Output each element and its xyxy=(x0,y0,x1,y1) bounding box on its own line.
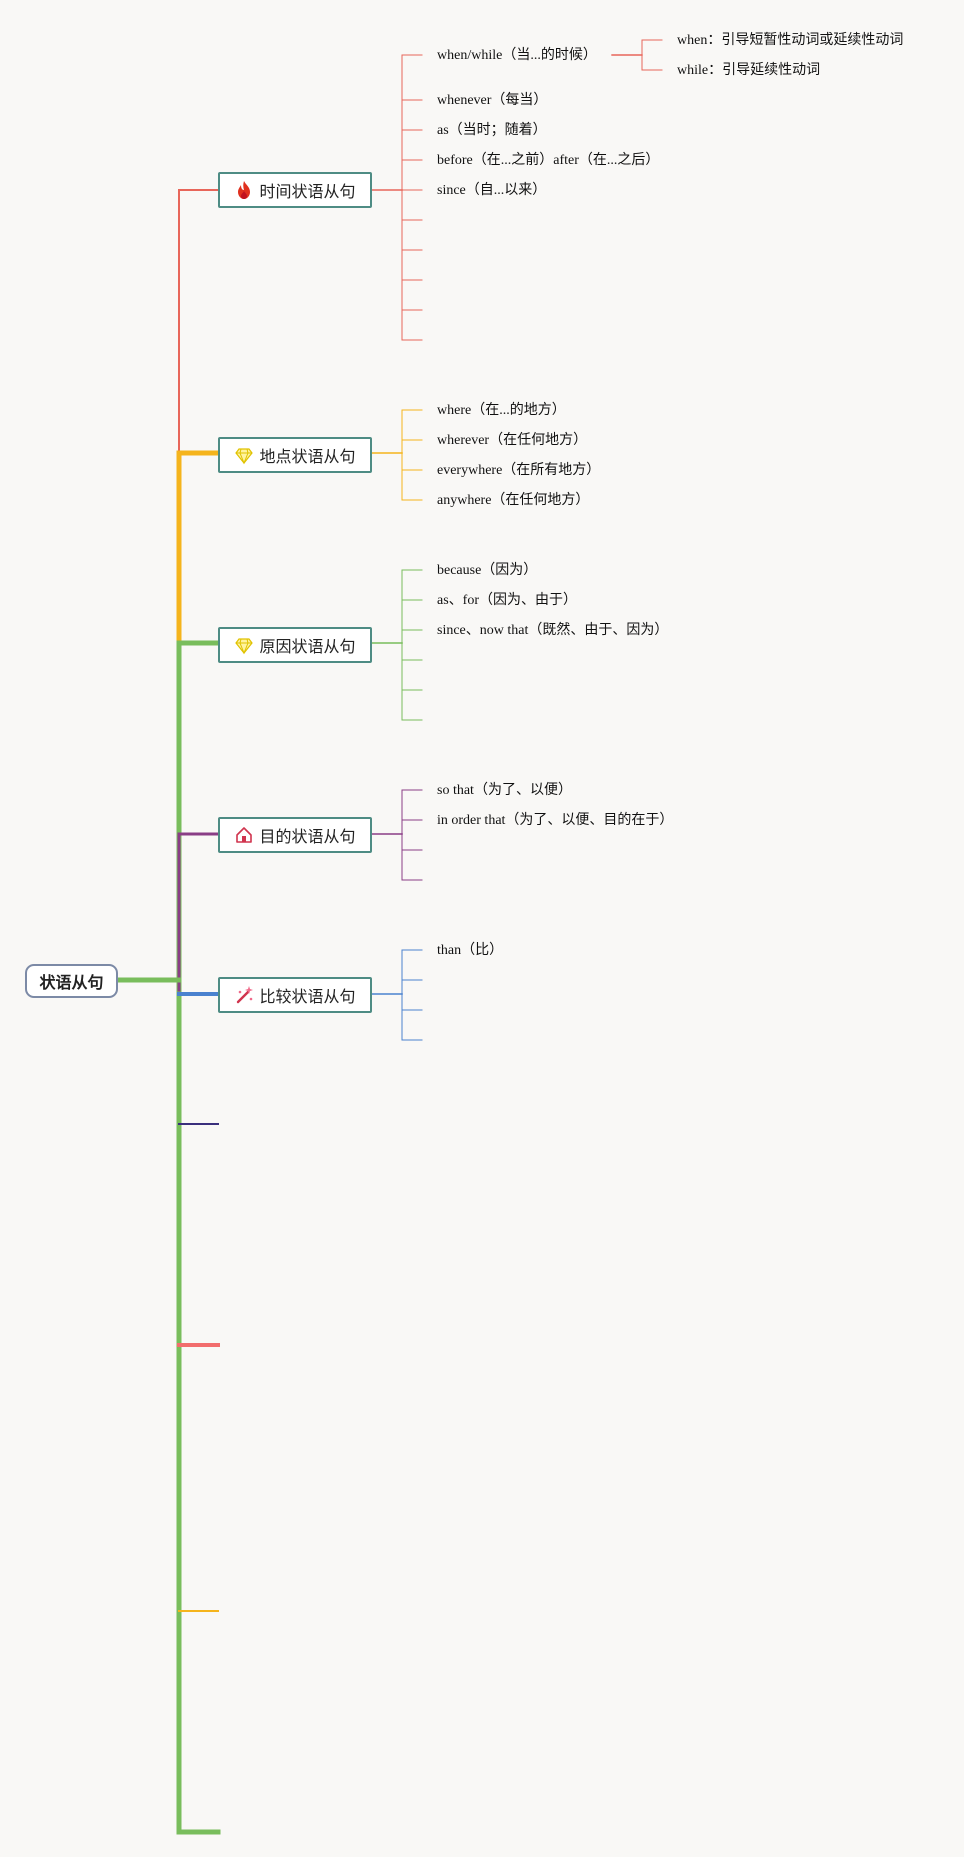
branch-label: 地点状语从句 xyxy=(259,447,356,466)
leaf-item[interactable]: so that（为了、以便） xyxy=(437,783,572,798)
branch-comparison-clause[interactable]: 比较状语从句 xyxy=(218,977,372,1013)
branch-time-clause[interactable]: 时间状语从句 xyxy=(218,172,372,208)
leaf-item[interactable]: as（当时；随着） xyxy=(437,123,547,138)
branch-label: 比较状语从句 xyxy=(259,987,356,1006)
branch-purpose-clause[interactable]: 目的状语从句 xyxy=(218,817,372,853)
leaf-item[interactable]: wherever（在任何地方） xyxy=(437,433,588,448)
branch-label: 目的状语从句 xyxy=(259,827,356,846)
branch-place-clause[interactable]: 地点状语从句 xyxy=(218,437,372,473)
leaf-item[interactable]: whenever（每当） xyxy=(437,93,548,108)
fire-icon xyxy=(234,180,254,200)
leaf-item[interactable]: before（在...之前）after（在...之后） xyxy=(437,153,660,168)
diamond-icon xyxy=(234,445,254,465)
leaf-item[interactable]: because（因为） xyxy=(437,563,538,578)
root-label: 状语从句 xyxy=(39,973,104,992)
leaf-item[interactable]: as、for（因为、由于） xyxy=(437,593,577,608)
leaf-item[interactable]: when/while（当...的时候） xyxy=(437,48,597,63)
leaf-item[interactable]: than（比） xyxy=(437,943,504,958)
sub-leaf-item[interactable]: when：引导短暂性动词或延续性动词 xyxy=(677,33,904,48)
root-node[interactable]: 状语从句 xyxy=(25,964,118,998)
branch-label: 原因状语从句 xyxy=(259,637,356,656)
diamond-icon xyxy=(234,635,254,655)
leaf-item[interactable]: where（在...的地方） xyxy=(437,403,566,418)
leaf-item[interactable]: everywhere（在所有地方） xyxy=(437,463,601,478)
leaf-item[interactable]: anywhere（在任何地方） xyxy=(437,493,590,508)
house-icon xyxy=(234,825,254,845)
leaf-item[interactable]: in order that（为了、以便、目的在于） xyxy=(437,813,674,828)
branch-label: 时间状语从句 xyxy=(259,182,356,201)
branch-reason-clause[interactable]: 原因状语从句 xyxy=(218,627,372,663)
leaf-item[interactable]: since（自...以来） xyxy=(437,183,547,198)
leaf-item[interactable]: since、now that（既然、由于、因为） xyxy=(437,623,669,638)
magic-wand-icon xyxy=(234,985,254,1005)
sub-leaf-item[interactable]: while：引导延续性动词 xyxy=(677,63,821,78)
